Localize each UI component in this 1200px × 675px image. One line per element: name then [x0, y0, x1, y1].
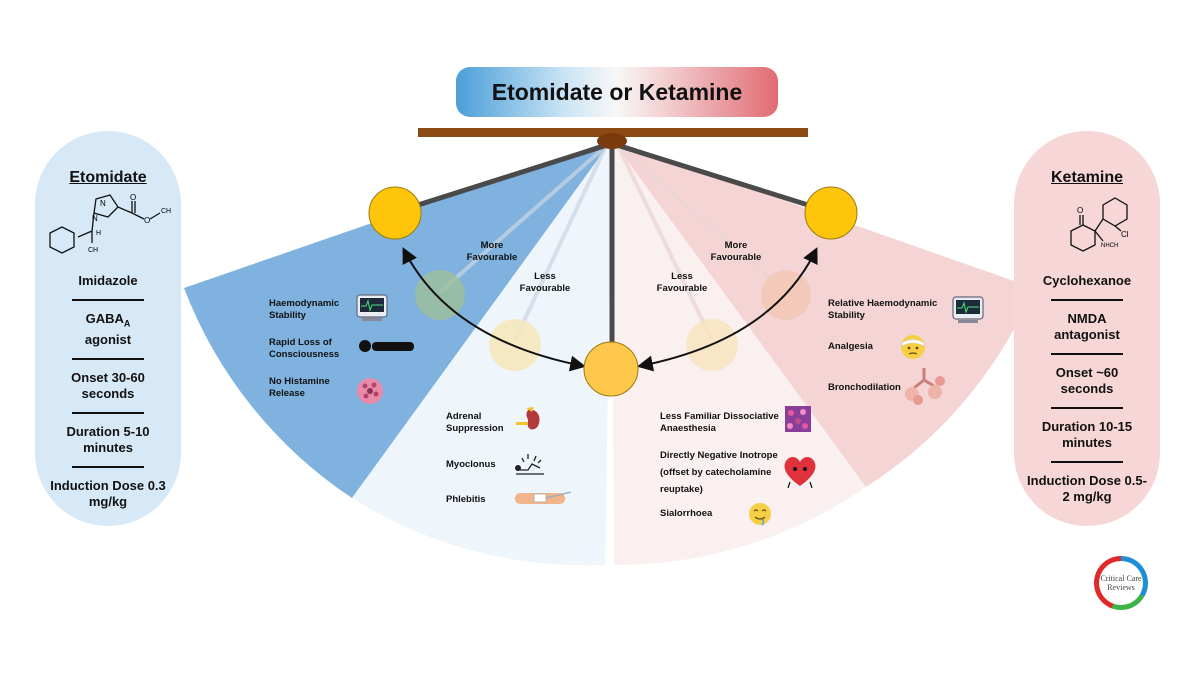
page-title: Etomidate or Ketamine: [456, 67, 778, 117]
divider: [72, 411, 144, 414]
etomidate-duration: Duration 5-10 minutes: [66, 423, 150, 455]
divider: [1051, 299, 1123, 301]
n-label: N: [92, 214, 98, 223]
ketamine-con-dissociative: Less Familiar Dissociative Anaesthesia: [660, 411, 779, 434]
dissociative-pattern-icon: [785, 406, 811, 432]
adrenal-kidney-icon: [516, 407, 540, 430]
etomidate-structure-icon: N N O O CH CH H: [49, 193, 171, 254]
etomidate-con-adrenal: Adrenal Suppression: [446, 411, 504, 434]
divider: [72, 465, 144, 468]
bob-ketamine: [804, 186, 858, 240]
ketamine-heading: Ketamine: [1050, 169, 1124, 186]
divider: [1051, 353, 1123, 355]
ghost-bob-left-more: [415, 270, 465, 320]
pendulum-bar: [418, 128, 808, 137]
monitor-icon: [356, 294, 388, 321]
etomidate-panel: Etomidate N N O O CH CH H Imidazole GABA…: [35, 131, 181, 526]
arrow-left: [402, 247, 587, 372]
etomidate-pro-consciousness: Rapid Loss of Consciousness: [269, 337, 340, 360]
etomidate-dose: Induction Dose 0.3 mg/kg: [50, 477, 166, 509]
drooling-face-icon: [749, 503, 771, 526]
divider: [72, 299, 144, 301]
less-favourable-right-label: Less Favourable: [656, 271, 708, 294]
o-label: O: [130, 193, 136, 202]
divider: [1051, 461, 1123, 463]
heart-icon: [784, 456, 816, 489]
iv-arm-icon: [515, 491, 572, 504]
o-label: O: [1077, 206, 1083, 215]
ketamine-pro-bronchodilation: Bronchodilation: [828, 382, 901, 393]
rope-right: [619, 143, 809, 208]
ketamine-dose: Induction Dose 0.5-2 mg/kg: [1027, 473, 1147, 504]
ketamine-structure-icon: O Cl NHCH: [1070, 197, 1129, 252]
bandaged-face-icon: [901, 335, 925, 359]
ketamine-pro-analgesia: Analgesia: [828, 341, 873, 352]
monitor-icon: [952, 296, 984, 323]
rope-left: [417, 143, 605, 208]
divider: [1051, 407, 1123, 409]
ketamine-panel: Ketamine O Cl NHCH Cyclohexanoe NMDA ant…: [1014, 131, 1160, 526]
logo-text: Critical Care Reviews: [1099, 561, 1143, 605]
ketamine-pro-haemodynamic: Relative Haemodynamic Stability: [828, 298, 938, 321]
etomidate-pro-haemodynamic: Haemodynamic Stability: [269, 298, 340, 321]
ketamine-con-inotrope: Directly Negative Inotrope (offset by ca…: [660, 450, 778, 495]
more-favourable-left-label: More Favourable: [466, 240, 518, 263]
ch3-label: CH: [161, 208, 171, 215]
ketamine-con-sialorrhoea: Sialorrhoea: [660, 508, 713, 519]
ketamine-onset: Onset ~60 seconds: [1055, 365, 1119, 396]
cl-label: Cl: [1121, 230, 1129, 239]
etomidate-con-myoclonus: Myoclonus: [446, 459, 496, 470]
nhch-label: NHCH: [1101, 243, 1118, 249]
critical-care-reviews-logo: Critical Care Reviews: [1094, 556, 1148, 610]
etomidate-pro-histamine: No Histamine Release: [269, 376, 330, 399]
more-favourable-right-label: More Favourable: [710, 240, 762, 263]
myoclonus-icon: [515, 454, 544, 475]
h-label: H: [96, 230, 101, 237]
divider: [72, 357, 144, 360]
ketamine-favourable-sector: [612, 140, 1034, 487]
ch3-label: CH: [88, 247, 98, 254]
less-favourable-left-label: Less Favourable: [519, 271, 571, 294]
ketamine-duration: Duration 10-15 minutes: [1041, 419, 1133, 450]
etomidate-heading: Etomidate: [69, 169, 147, 186]
ketamine-mechanism: NMDA antagonist: [1054, 311, 1120, 342]
person-lying-icon: [359, 340, 414, 352]
ketamine-class: Cyclohexanoe: [1042, 273, 1132, 288]
bob-center: [583, 341, 639, 397]
mast-cell-icon: [357, 378, 383, 404]
n-label: N: [100, 199, 106, 208]
etomidate-con-phlebitis: Phlebitis: [446, 494, 486, 505]
etomidate-favourable-sector: [184, 140, 612, 498]
etomidate-onset: Onset 30-60 seconds: [71, 369, 145, 401]
lungs-bronchi-icon: [905, 368, 945, 405]
etomidate-class: Imidazole: [78, 273, 138, 288]
bob-etomidate: [368, 186, 422, 240]
arrow-right: [636, 247, 818, 372]
ghost-bob-left-less: [489, 319, 541, 371]
o-label: O: [144, 216, 150, 225]
pendulum-pivot: [597, 133, 627, 149]
